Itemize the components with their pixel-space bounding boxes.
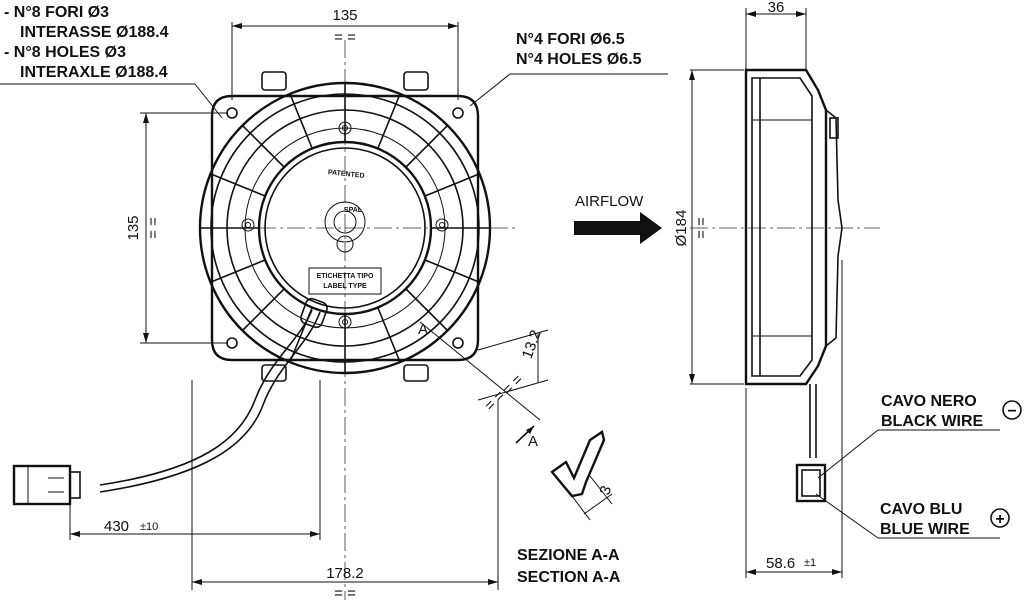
dim-depth-top: 36 bbox=[768, 0, 785, 16]
airflow-label: AIRFLOW bbox=[575, 193, 644, 210]
front-view: ETICHETTA TIPO LABEL TYPE PATENTED SPAL bbox=[12, 40, 515, 600]
side-view bbox=[690, 68, 880, 503]
black-wire-it: CAVO NERO bbox=[881, 393, 977, 410]
side-dimensions: 36 Ø184 = = 58.6 ±1 CAVO NERO BLACK WIRE… bbox=[673, 0, 1022, 578]
equal-mark-bottom: = = bbox=[334, 585, 356, 602]
minus-symbol: − bbox=[1007, 403, 1016, 420]
section-title-it: SEZIONE A-A bbox=[517, 547, 620, 564]
dim-cable-tolerance: ±10 bbox=[140, 521, 158, 533]
dim-overall-width: 178.2 bbox=[326, 565, 364, 582]
note-interaxle-it: INTERASSE Ø188.4 bbox=[20, 24, 169, 41]
section-detail: 3 SEZIONE A-A SECTION A-A bbox=[517, 430, 621, 586]
dim-top-width: 135 bbox=[332, 7, 357, 24]
dim-diameter: Ø184 bbox=[673, 210, 690, 247]
equal-mark-diameter: = = bbox=[693, 217, 710, 239]
label-type-en: LABEL TYPE bbox=[323, 283, 367, 290]
dim-section-thickness: 3 bbox=[596, 484, 615, 498]
section-title-en: SECTION A-A bbox=[517, 569, 621, 586]
note-interaxle-en: INTERAXLE Ø188.4 bbox=[20, 64, 168, 81]
section-letter-top: A bbox=[418, 321, 428, 338]
airflow-indicator: AIRFLOW bbox=[574, 193, 662, 244]
dim-overall-depth: 58.6 bbox=[766, 555, 795, 572]
label-type-it: ETICHETTA TIPO bbox=[317, 273, 374, 280]
front-dimensions: 135 = = 135 = = - N°8 FORI Ø3 INTERASSE … bbox=[0, 4, 668, 602]
blue-wire-it: CAVO BLU bbox=[880, 501, 962, 518]
note-holes-8-en: - N°8 HOLES Ø3 bbox=[4, 44, 126, 61]
patented-label: PATENTED bbox=[328, 169, 365, 180]
brand-logo-text: SPAL bbox=[344, 207, 363, 214]
equal-mark-side: = = bbox=[145, 217, 162, 239]
minus-icon bbox=[1002, 400, 1022, 420]
dim-side-height: 135 bbox=[125, 215, 142, 240]
black-wire-en: BLACK WIRE bbox=[881, 413, 984, 430]
note-holes-4-en: N°4 HOLES Ø6.5 bbox=[516, 51, 642, 68]
plus-symbol: + bbox=[995, 511, 1004, 528]
airflow-arrow-icon bbox=[574, 212, 662, 244]
section-letter-bottom: A bbox=[528, 433, 538, 450]
label-type-box bbox=[308, 267, 382, 295]
dim-bracket-offset: 13.2 bbox=[519, 328, 545, 361]
note-holes-4-it: N°4 FORI Ø6.5 bbox=[516, 31, 625, 48]
equal-mark-top: = = bbox=[334, 29, 356, 46]
dim-overall-depth-tolerance: ±1 bbox=[804, 557, 816, 569]
dim-cable-length: 430 bbox=[104, 518, 129, 535]
plus-icon bbox=[990, 508, 1010, 528]
note-holes-8-it: - N°8 FORI Ø3 bbox=[4, 4, 109, 21]
blue-wire-en: BLUE WIRE bbox=[880, 521, 970, 538]
